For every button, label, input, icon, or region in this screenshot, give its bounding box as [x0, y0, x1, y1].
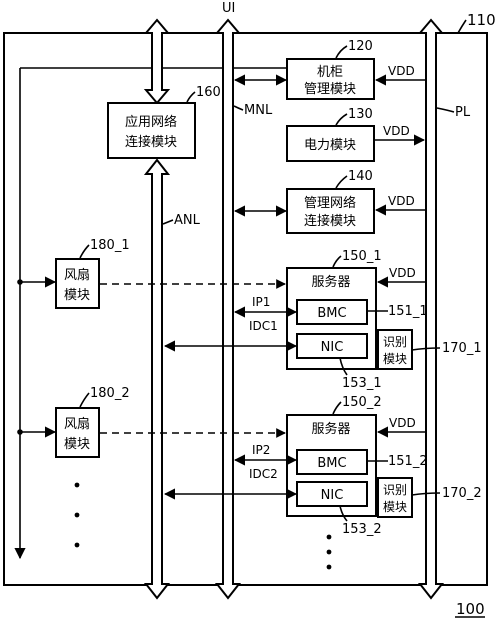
rack-line1: 机柜: [317, 65, 343, 80]
app-ref: 160: [196, 85, 221, 100]
bmc2-label: BMC: [317, 456, 346, 471]
more-servers-ellipsis: [326, 534, 332, 570]
more-fans-ellipsis: [74, 482, 80, 548]
rack-vdd: VDD: [388, 64, 415, 78]
system-label: 110: [467, 11, 496, 29]
mgmt-network-module: [286, 188, 375, 234]
bmc2-ref: 151_2: [388, 454, 428, 469]
pl-bus: [417, 18, 445, 600]
bmc-2: [296, 449, 368, 475]
bmc1-ref: 151_1: [388, 304, 428, 319]
rack-management-module: [286, 58, 375, 100]
ui-label: UI: [222, 1, 235, 16]
mgmt-vdd: VDD: [388, 194, 415, 208]
server1-ip: IP1: [252, 295, 270, 309]
server2-ref: 150_2: [342, 395, 382, 410]
id1-line2: 模块: [383, 352, 407, 366]
fan1-ref: 180_1: [90, 238, 130, 253]
power-module: [286, 125, 375, 162]
id-module-2: [377, 477, 413, 518]
fan1-line1: 风扇: [64, 267, 90, 283]
mgmt-line1: 管理网络: [304, 195, 356, 211]
bmc-1: [296, 299, 368, 325]
server1-title: 服务器: [311, 274, 350, 290]
id2-line1: 识别: [383, 483, 407, 497]
mnl-bus: [214, 18, 242, 600]
fan2-line1: 风扇: [64, 416, 90, 432]
app-line2: 连接模块: [125, 134, 177, 150]
id2-line2: 模块: [383, 500, 407, 514]
id1-line1: 识别: [383, 335, 407, 349]
id2-ref: 170_2: [442, 486, 482, 501]
anl-bus: [143, 158, 171, 600]
app-line1: 应用网络: [125, 114, 177, 130]
server2-ip: IP2: [252, 443, 270, 457]
power-ref: 130: [348, 107, 373, 122]
server2-title: 服务器: [311, 421, 350, 437]
server2-vdd: VDD: [389, 416, 416, 430]
mgmt-ref: 140: [348, 169, 373, 184]
mgmt-line2: 连接模块: [304, 213, 356, 229]
server1-vdd: VDD: [389, 266, 416, 280]
fan2-line2: 模块: [64, 437, 90, 452]
id-module-1: [377, 329, 413, 370]
power-line1: 电力模块: [304, 138, 356, 153]
nic2-ref: 153_2: [342, 522, 382, 537]
fan2-ref: 180_2: [90, 386, 130, 401]
nic1-ref: 153_1: [342, 376, 382, 391]
server1-idc: IDC1: [249, 319, 278, 333]
rack-ref: 120: [348, 39, 373, 54]
power-vdd: VDD: [383, 124, 410, 138]
server2-idc: IDC2: [249, 467, 278, 481]
fan1-line2: 模块: [64, 288, 90, 303]
bmc1-label: BMC: [317, 306, 346, 321]
pl-label: PL: [455, 105, 471, 120]
fan-module-1: [55, 258, 100, 309]
fan-module-2: [55, 407, 100, 458]
rack-line2: 管理模块: [304, 82, 356, 97]
server1-ref: 150_1: [342, 249, 382, 264]
ui-bus-top: [143, 18, 171, 105]
id1-ref: 170_1: [442, 341, 482, 356]
anl-label: ANL: [174, 213, 201, 228]
app-network-module: [107, 102, 196, 159]
figure-label: 100: [456, 600, 485, 618]
system-frame: [3, 32, 488, 586]
nic2-label: NIC: [321, 488, 344, 503]
mnl-label: MNL: [244, 103, 273, 118]
fan-distribution-line: [14, 67, 287, 560]
system-leader: [457, 19, 467, 34]
nic-1: [296, 333, 368, 359]
nic1-label: NIC: [321, 340, 344, 355]
